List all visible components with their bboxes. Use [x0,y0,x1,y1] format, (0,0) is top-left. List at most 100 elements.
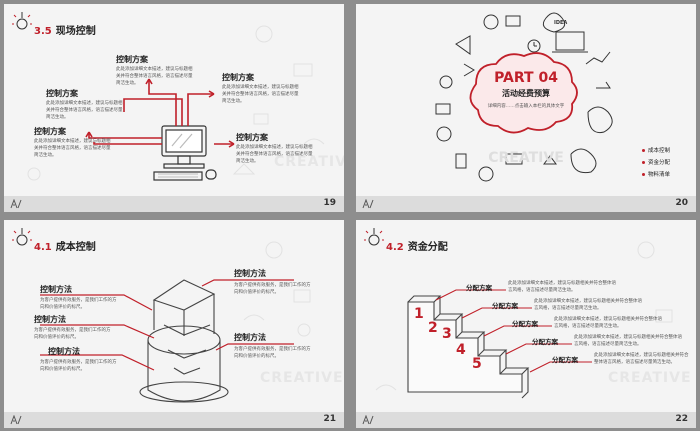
slide-19-doodles [27,25,325,181]
step-number: 2 [428,320,438,336]
trophy-icon [455,153,467,169]
agenda-item-label: 成本控制 [648,148,671,154]
item-desc: 此处添加详细文本描述，建议与标题相关并符合整体语言风格，语言描述尽量简洁生动。 [116,67,193,86]
gear-icon [436,126,452,142]
lightbulb-icon [364,228,384,246]
pen-icon [10,199,22,209]
pen-icon [10,415,22,425]
item-title: 控制方法 [34,315,66,324]
item-title: 分配方案 [532,338,558,346]
agenda-item[interactable]: 资金分配 [642,158,670,166]
item-desc: 此处添加详细文本描述，建议与标题相关并符合整体语言风格，语言描述尽量简洁生动。 [594,353,689,365]
megaphone-icon [455,35,471,55]
item-desc: 此处添加详细文本描述，建议与标题相关并符合整体语言风格，语言描述尽量简洁生动。 [46,101,123,120]
slide-20[interactable]: CREATIVE IDEA PART 04 活动经费预算 详细内容……点击输入本… [356,4,696,212]
idea-label: IDEA [554,20,567,26]
item-title: 控制方法 [234,333,266,342]
section-number: 3.5 [34,26,52,37]
page-number: 20 [675,198,688,208]
background-word: CREATIVE [260,370,344,386]
lightbulb-icon [12,12,32,30]
pen-icon [362,199,374,209]
staircase-icon [407,295,530,399]
red-connectors [40,279,294,371]
item-title: 分配方案 [466,284,492,292]
dollar-icon [478,166,494,182]
item-title: 控制方法 [234,269,266,278]
item-desc: 为客户提供有效服务，是我们工作的方向和价值评价的标尺。 [234,347,311,359]
item-desc: 为客户提供有效服务，是我们工作的方向和价值评价的标尺。 [234,283,311,295]
item-title: 控制方案 [34,127,66,136]
page-number: 22 [675,414,688,424]
red-cloud-shape [469,52,578,134]
part-subtitle: 详细内容……点击输入本栏的具体文字 [487,104,565,109]
item-title: 控制方案 [236,133,268,142]
page-number: 21 [323,414,336,424]
agenda-item-label: 物料清单 [648,172,671,178]
agenda-item[interactable]: 成本控制 [642,146,670,154]
item-title: 分配方案 [512,320,538,328]
computer-icon [153,125,217,181]
part-title: 活动经费预算 [502,89,550,98]
background-word: CREATIVE [488,150,564,166]
envelope-icon [505,153,523,165]
item-desc: 为客户提供有效服务，是我们工作的方向和价值评价的标尺。 [34,328,111,340]
section-title: 成本控制 [55,242,96,253]
red-connectors [435,289,592,373]
item-title: 控制方法 [48,347,80,356]
growth-chart-icon [585,51,611,65]
step-number: 1 [414,306,424,322]
section-title: 资金分配 [407,242,448,253]
slide-footer: 21 [4,412,344,428]
brain-icon [587,106,613,134]
cylinder-chart-icon [139,279,229,403]
brain-icon [570,148,597,174]
page-number: 19 [323,198,336,208]
section-number: 4.2 [386,242,404,253]
hand-icon [463,63,475,77]
item-desc: 为客户提供有效服务，是我们工作的方向和价值评价的标尺。 [40,360,117,372]
slide-footer: 22 [356,412,696,428]
idea-cloud-icon [542,12,566,33]
item-desc: 此处添加详细文本描述，建议与标题相关并符合整体语言风格，语言描述尽量简洁生动。 [222,85,299,104]
item-title: 控制方案 [222,73,254,82]
bullet-dot [642,161,645,164]
agenda-item[interactable]: 物料清单 [642,170,670,178]
cloud-content: PART 04 活动经费预算 详细内容……点击输入本栏的具体文字 [484,70,568,110]
item-desc: 此处添加详细文本描述，建议与标题相关并符合整体语言风格，语言描述尽量简洁生动。 [508,281,616,293]
item-desc: 此处添加详细文本描述，建议与标题相关并符合整体语言风格，语言描述尽量简洁生动。 [534,299,642,311]
target-icon [439,75,453,89]
item-desc: 此处添加详细文本描述，建议与标题相关并符合整体语言风格，语言描述尽量简洁生动。 [34,139,111,158]
item-title: 分配方案 [492,302,518,310]
clock-icon [527,39,541,53]
agenda-item-label: 资金分配 [648,160,671,166]
step-number: 5 [472,356,482,372]
slide-footer: 20 [356,196,696,212]
part-label: PART 04 [494,70,558,86]
pen-icon [362,415,374,425]
chat-icon [435,103,451,115]
bullet-dot [642,173,645,176]
section-number: 4.1 [34,242,52,253]
background-word: CREATIVE [274,154,344,170]
slide-footer: 19 [4,196,344,212]
item-title: 控制方案 [46,89,78,98]
item-title: 控制方法 [40,285,72,294]
step-number: 3 [442,326,452,342]
slide-20-doodles: CREATIVE IDEA [435,12,613,182]
item-title: 分配方案 [552,356,578,364]
item-desc: 此处添加详细文本描述，建议与标题相关并符合整体语言风格，语言描述尽量简洁生动。 [236,145,313,164]
section-title: 现场控制 [55,26,96,37]
arrow-icon [596,81,611,89]
item-desc: 此处添加详细文本描述，建议与标题相关并符合整体语言风格，语言描述尽量简洁生动。 [554,317,662,329]
red-arrows [85,78,235,148]
magnifier-icon [543,155,557,165]
item-desc: 此处添加详细文本描述，建议与标题相关并符合整体语言风格，语言描述尽量简洁生动。 [574,335,682,347]
step-number: 4 [456,342,466,358]
